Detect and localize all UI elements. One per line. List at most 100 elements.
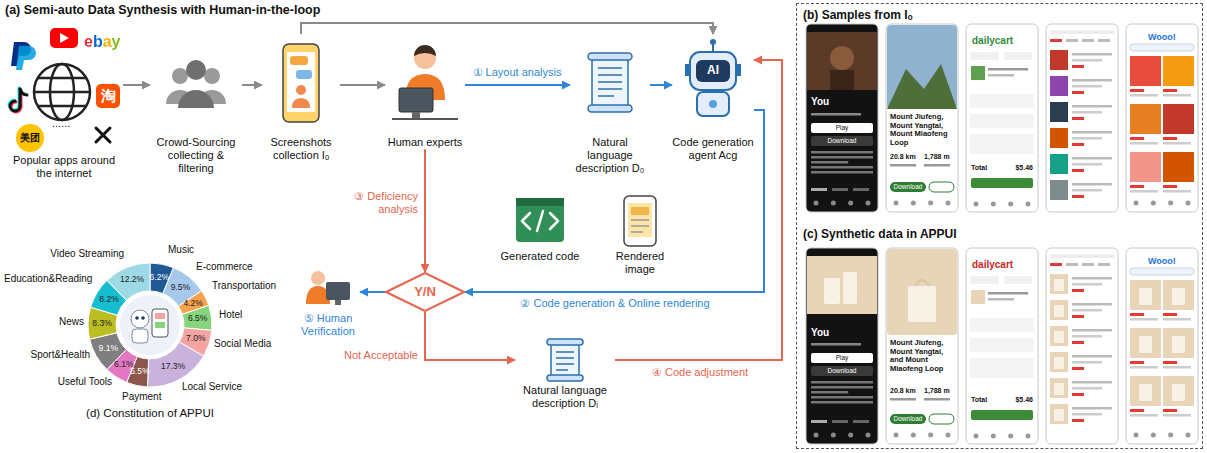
percent-label: 7.0%: [186, 335, 205, 345]
phone-screen: [1072, 277, 1112, 280]
phone-screen: [1134, 433, 1139, 438]
screenshot-phone-icon: [283, 44, 319, 122]
globe-icon: [34, 91, 90, 94]
logo-text: 淘: [101, 87, 116, 104]
percent-label: 8.3%: [92, 319, 111, 329]
phone-screen: [1151, 201, 1156, 206]
screen-text: dailycart: [972, 35, 1013, 47]
crowd-icon: [166, 60, 226, 108]
crowd-icon: [178, 60, 214, 108]
phone-screen: [1050, 378, 1068, 398]
phone-screen: [1130, 104, 1161, 134]
tiktok-logo: [10, 89, 20, 111]
phone-screen: [908, 286, 936, 322]
phone-screen: [1172, 288, 1185, 305]
percent-label: 6.2%: [150, 273, 169, 283]
phone-screen: [1072, 303, 1112, 306]
phone-screen: [971, 276, 999, 284]
phone-screen: [970, 318, 1034, 332]
phone-screen: [1098, 39, 1110, 42]
screen-text: 20.8 km: [890, 153, 916, 161]
rendered-image-icon: [624, 196, 656, 246]
phone-screen: [1126, 24, 1198, 212]
phone-screen: [1130, 152, 1161, 182]
globe-icon: [34, 64, 90, 120]
phone-screen: [894, 201, 899, 206]
decision-text: Y/N: [414, 284, 436, 300]
percent-label: 8.2%: [99, 295, 118, 305]
phone-screen: [1134, 201, 1139, 206]
generated-code-icon: [516, 198, 564, 242]
rendered-image-icon: [631, 225, 649, 227]
phone-screen: [1082, 263, 1094, 266]
phone-screen: [1139, 288, 1152, 305]
icon-node: Screenshots collection Iₒ: [262, 34, 340, 162]
category-label: News: [59, 316, 84, 328]
phone-screen: [811, 420, 827, 423]
robot-illustration: [132, 329, 148, 343]
phone-screen: [1082, 39, 1094, 42]
phone-screen: [1046, 24, 1118, 212]
phone-screen: [966, 24, 1038, 212]
screen-text: Download: [894, 415, 923, 422]
phone-screen: [811, 113, 861, 116]
edge-label: Not Acceptable: [344, 349, 418, 362]
phone-screen: [1054, 409, 1064, 421]
description-scroll-icon: [598, 68, 622, 96]
phone-screen: [866, 433, 871, 438]
phone-screen: [1163, 376, 1194, 406]
globe-icon: [38, 105, 86, 108]
phone-screen: [1050, 326, 1068, 346]
phone-screen: [1050, 102, 1068, 122]
connector-arrow: [301, 23, 713, 34]
phone-screen: [1072, 53, 1112, 56]
phone-screen: [1126, 248, 1198, 444]
phone-screen: [1072, 329, 1112, 332]
phone-screen: [1050, 300, 1068, 320]
edge-label: ① Layout analysis: [473, 66, 562, 79]
phone-screen: [1050, 352, 1068, 372]
screen-text: Download: [894, 183, 923, 190]
globe-icon: [34, 64, 90, 120]
connector-arrow: [465, 110, 764, 292]
phone-screen: [886, 24, 958, 212]
phone-screen: [1172, 336, 1185, 353]
phone-screen: [806, 24, 878, 212]
rendered-image-icon: [631, 219, 649, 221]
phone-screen: [1072, 283, 1102, 286]
phone-screen: [971, 290, 985, 304]
panel-heading: (a) Semi-auto Data Synthesis with Human-…: [5, 3, 320, 17]
phone-screen: [887, 64, 957, 109]
phone-screen: [1072, 367, 1084, 370]
screenshot-phone-icon: [292, 98, 310, 108]
phone-screen: [1072, 407, 1112, 410]
human-expert-icon: [392, 118, 458, 120]
phone-screen: [886, 248, 958, 444]
screen-text: Play: [836, 124, 849, 131]
phone-screen: [1072, 111, 1102, 114]
phone-screen: [1050, 404, 1068, 424]
phone-screen: [1130, 142, 1158, 145]
screen-text: Wooo!: [1148, 256, 1176, 266]
phone-screen: [1072, 361, 1102, 364]
phone-screen: [988, 292, 1028, 295]
phone-screen: [1072, 289, 1084, 292]
x-logo: [96, 128, 110, 142]
youtube-logo: [50, 28, 78, 48]
percent-label: 6.5%: [188, 314, 207, 324]
phone-screen: [1151, 433, 1156, 438]
percent-label: 4.2%: [183, 299, 202, 309]
phone-screen: [1072, 65, 1084, 68]
phone-screen: [991, 202, 996, 207]
phone-screen: [1163, 142, 1191, 145]
phone-screen: [811, 156, 873, 159]
phone-screen: [866, 201, 871, 206]
tiktok-logo: [9, 88, 19, 110]
phone-screen: [890, 164, 916, 167]
percent-label: 9.1%: [99, 344, 118, 354]
category-label: Useful Tools: [58, 376, 112, 388]
node-caption: ⑤ Human Verification: [296, 312, 360, 338]
phone-screen: [970, 358, 1034, 378]
category-label: Local Service: [182, 381, 242, 393]
phone-screen: [886, 248, 958, 444]
